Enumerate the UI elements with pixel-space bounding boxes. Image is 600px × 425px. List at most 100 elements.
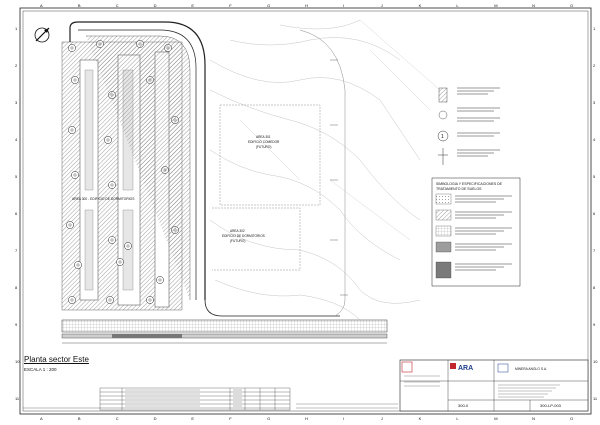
grid-column-label: F bbox=[229, 3, 232, 8]
area-302-line1: AREA 302 bbox=[230, 229, 245, 233]
south-road bbox=[61, 319, 388, 344]
grid-row-label: 7 bbox=[15, 248, 18, 253]
grid-column-label: C bbox=[116, 416, 119, 421]
grid-row-label: 9 bbox=[15, 322, 18, 327]
client-name: MINERA ANGLO S.A. bbox=[515, 367, 547, 371]
tree-icon bbox=[70, 128, 74, 132]
grid-column-label: I bbox=[343, 3, 344, 8]
grid-column-label: J bbox=[381, 3, 383, 8]
tree-icon bbox=[148, 298, 152, 302]
tree-icon bbox=[126, 244, 130, 248]
dimension-ticks bbox=[330, 59, 348, 296]
tree-icon bbox=[108, 181, 116, 189]
plan-scale: ESCALA 1 : 200 bbox=[24, 367, 57, 372]
company-logo: ARA bbox=[458, 365, 473, 372]
grid-column-label: M bbox=[494, 3, 497, 8]
grid-row-label: 1 bbox=[15, 26, 18, 31]
grid-column-label: K bbox=[419, 416, 422, 421]
title-block-fine-print bbox=[404, 375, 560, 398]
tree-icon bbox=[68, 223, 72, 227]
grid-column-label: L bbox=[456, 416, 459, 421]
tree-icon bbox=[74, 261, 82, 269]
area-301-line3: (FUTURO) bbox=[256, 145, 271, 149]
grid-column-label: D bbox=[154, 3, 157, 8]
tree-icon bbox=[71, 171, 79, 179]
grid-column-label: E bbox=[191, 416, 194, 421]
grid-row-label: 5 bbox=[15, 174, 18, 179]
area-301-line1: AREA 301 bbox=[256, 135, 271, 139]
grid-column-label: I bbox=[343, 416, 344, 421]
grid-row-label: 8 bbox=[593, 285, 596, 290]
grid-row-label: 7 bbox=[593, 248, 596, 253]
north-arrow-icon bbox=[34, 27, 50, 43]
tree-icon bbox=[156, 276, 164, 284]
grid-column-label: N bbox=[532, 3, 535, 8]
tree-icon bbox=[110, 238, 114, 242]
grid-column-label: O bbox=[570, 416, 573, 421]
grid-row-label: 4 bbox=[593, 137, 596, 142]
tree-icon bbox=[116, 258, 124, 266]
sheet-prefix: 300-0 bbox=[458, 403, 469, 408]
grid-column-label: H bbox=[305, 3, 308, 8]
tree-icon bbox=[106, 138, 110, 142]
grid-row-label: 10 bbox=[15, 359, 20, 364]
title-block: ARA MINERA ANGLO S.A. 300-0 300-LP-003 bbox=[399, 359, 589, 412]
tree-icon bbox=[108, 298, 112, 302]
tree-icon bbox=[158, 278, 162, 282]
grid-column-label: D bbox=[154, 416, 157, 421]
legend-title-line1: SIMBOLOGIA Y ESPECIFICACIONES DE bbox=[436, 182, 503, 186]
area-302-line3: (FUTURO) bbox=[230, 239, 245, 243]
tree-icon bbox=[70, 46, 74, 50]
grid-row-label: 6 bbox=[593, 211, 596, 216]
tree-icon bbox=[110, 183, 114, 187]
grid-column-label: A bbox=[40, 416, 43, 421]
grid-column-label: M bbox=[494, 416, 497, 421]
grid-column-label: N bbox=[532, 416, 535, 421]
sheet-inner-border bbox=[22, 10, 589, 412]
grid-row-label: 6 bbox=[15, 211, 18, 216]
tree-icon bbox=[70, 298, 74, 302]
tree-icon bbox=[68, 296, 76, 304]
grid-column-label: E bbox=[191, 3, 194, 8]
grid-row-label: 1 bbox=[593, 26, 596, 31]
future-building-outlines bbox=[212, 19, 441, 317]
grid-row-label: 3 bbox=[15, 100, 18, 105]
tree-icon bbox=[106, 296, 114, 304]
grid-row-label: 8 bbox=[15, 285, 18, 290]
grid-column-label: A bbox=[40, 3, 43, 8]
plan-title: Planta sector Este bbox=[24, 355, 89, 364]
grid-row-label: 9 bbox=[593, 322, 596, 327]
tree-icon bbox=[108, 236, 116, 244]
tree-icon bbox=[118, 260, 122, 264]
grid-column-label: L bbox=[456, 3, 459, 8]
legend-symbols: 1 bbox=[437, 87, 449, 165]
svg-text:1: 1 bbox=[441, 134, 444, 140]
sheet-code: 300-LP-003 bbox=[540, 403, 562, 408]
revision-table bbox=[23, 387, 291, 411]
tree-icon bbox=[66, 221, 74, 229]
grid-column-label: B bbox=[78, 3, 81, 8]
grid-column-label: B bbox=[78, 416, 81, 421]
grid-column-label: O bbox=[570, 3, 573, 8]
grid-column-label: J bbox=[381, 416, 383, 421]
grid-row-label: 2 bbox=[15, 63, 18, 68]
grid-column-label: G bbox=[267, 416, 270, 421]
grid-column-label: C bbox=[116, 3, 119, 8]
area-301-line2: EDIFICIO COMEDOR bbox=[248, 140, 280, 144]
tree-icon bbox=[68, 44, 76, 52]
area-300-label: AREA 300 - EDIFICIO DE DORMITORIOS bbox=[72, 197, 135, 201]
curved-road bbox=[69, 21, 340, 317]
grid-row-label: 5 bbox=[593, 174, 596, 179]
legend-title-line2: TRATAMIENTO DE SUELOS bbox=[436, 187, 482, 191]
tree-icon bbox=[68, 126, 76, 134]
contour-lines bbox=[209, 19, 421, 321]
grid-row-label: 3 bbox=[593, 100, 596, 105]
tree-icon bbox=[73, 173, 77, 177]
area-302-line2: EDIFICIO DE DORMITORIOS bbox=[222, 234, 265, 238]
grid-column-label: F bbox=[229, 416, 232, 421]
tree-icon bbox=[76, 263, 80, 267]
grid-row-label: 4 bbox=[15, 137, 18, 142]
